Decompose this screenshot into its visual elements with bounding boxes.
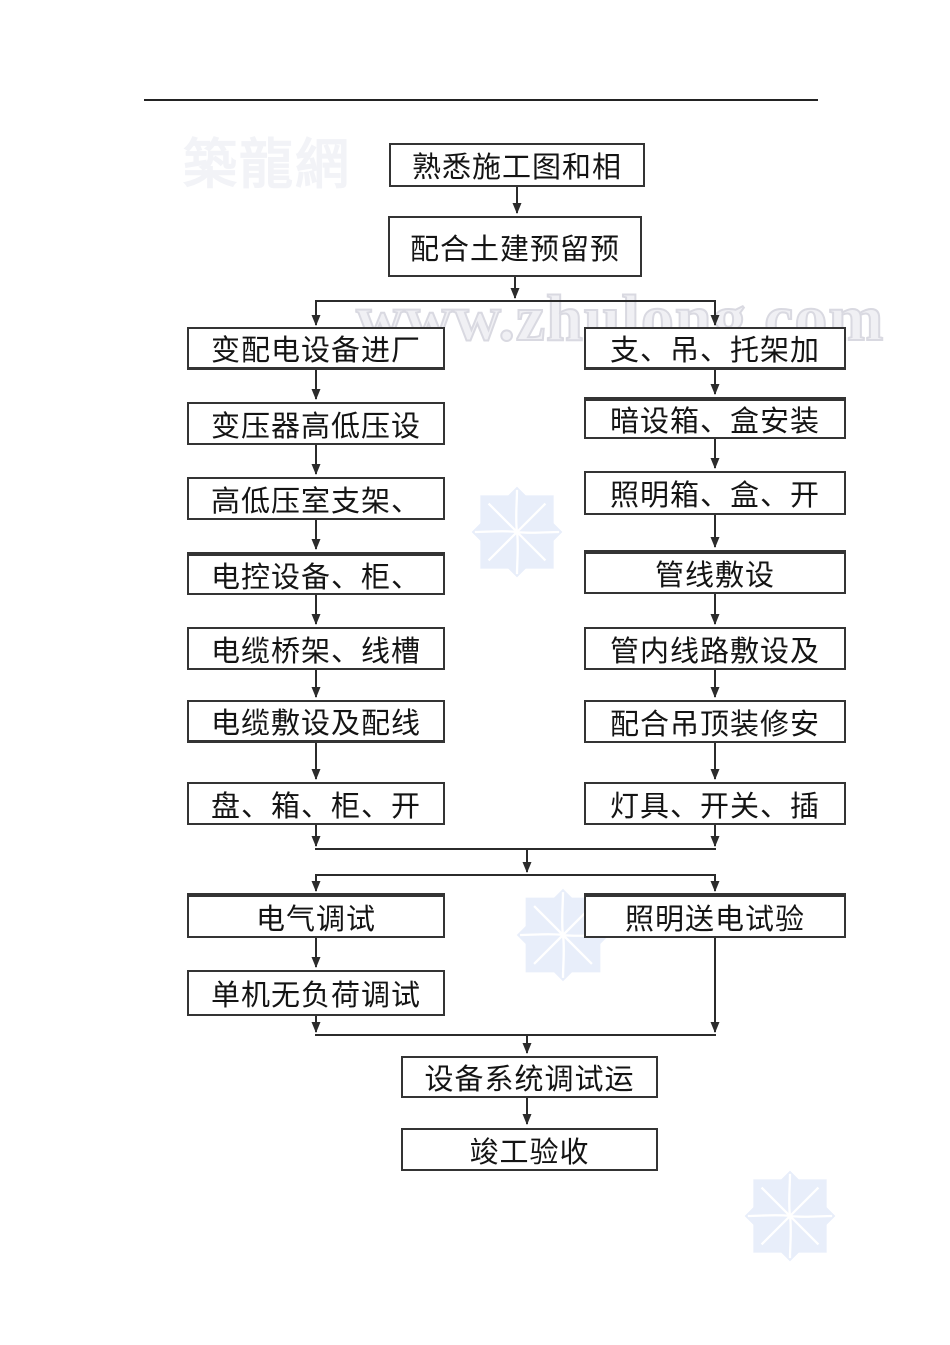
flow-node-label: 配合土建预留预 bbox=[409, 233, 620, 266]
flow-node-cable-laying-wiring: 电缆敷设及配线 bbox=[187, 700, 445, 743]
flow-node-label: 单机无负荷调试 bbox=[210, 980, 421, 1012]
flow-node-lamps-switches-sockets: 灯具、开关、插 bbox=[584, 782, 846, 825]
flow-node-label: 盘、箱、柜、开 bbox=[210, 790, 421, 823]
flow-node-label: 照明送电试验 bbox=[624, 903, 805, 936]
flower-watermark-icon bbox=[471, 486, 563, 578]
flow-node-label: 设备系统调试运 bbox=[424, 1064, 635, 1096]
flow-node-label: 竣工验收 bbox=[469, 1136, 590, 1169]
flow-node-label: 照明箱、盒、开 bbox=[609, 480, 820, 512]
flow-node-transformer-hv-lv: 变压器高低压设 bbox=[187, 402, 445, 445]
flow-node-label: 高低压室支架、 bbox=[210, 485, 421, 518]
flow-node-control-equipment-cabinet: 电控设备、柜、 bbox=[187, 552, 445, 595]
flow-node-cable-tray-trunking: 电缆桥架、线槽 bbox=[187, 627, 445, 670]
flow-node-label: 电缆敷设及配线 bbox=[210, 708, 421, 740]
flow-node-label: 管线敷设 bbox=[654, 560, 775, 592]
flow-node-label: 电缆桥架、线槽 bbox=[210, 635, 421, 668]
flow-node-label: 支、吊、托架加 bbox=[609, 335, 820, 367]
flow-node-system-commissioning: 设备系统调试运 bbox=[401, 1056, 658, 1098]
flow-node-lighting-box-switch: 照明箱、盒、开 bbox=[584, 471, 846, 515]
flow-node-label: 管内线路敷设及 bbox=[609, 635, 820, 668]
flow-node-label: 配合吊顶装修安 bbox=[609, 708, 820, 741]
flow-node-label: 灯具、开关、插 bbox=[609, 790, 820, 823]
flow-node-completion-acceptance: 竣工验收 bbox=[401, 1128, 658, 1171]
flow-node-label: 电气调试 bbox=[255, 903, 376, 936]
flower-watermark-icon bbox=[744, 1170, 836, 1262]
flow-node-label: 熟悉施工图和相 bbox=[411, 152, 622, 184]
flow-node-lighting-power-test: 照明送电试验 bbox=[584, 893, 846, 938]
flow-node-label: 变配电设备进厂 bbox=[210, 335, 421, 367]
top-rule-divider bbox=[144, 99, 818, 101]
flow-node-hv-lv-room-supports: 高低压室支架、 bbox=[187, 477, 445, 520]
flow-node-conduit-laying: 管线敷设 bbox=[584, 550, 846, 594]
flow-node-label: 变压器高低压设 bbox=[210, 410, 421, 443]
flow-node-no-load-test: 单机无负荷调试 bbox=[187, 970, 445, 1016]
flow-node-concealed-box-install: 暗设箱、盒安装 bbox=[584, 397, 846, 439]
flow-node-study-drawings: 熟悉施工图和相 bbox=[389, 143, 645, 187]
flow-node-equipment-arrival: 变配电设备进厂 bbox=[187, 327, 445, 370]
flow-node-electrical-test: 电气调试 bbox=[187, 893, 445, 938]
flow-node-hanger-bracket: 支、吊、托架加 bbox=[584, 327, 846, 370]
flow-node-civil-reservation: 配合土建预留预 bbox=[388, 216, 642, 277]
watermark-zhulong-cjk: 築龍網 bbox=[183, 135, 351, 195]
flow-node-panel-box-cabinet: 盘、箱、柜、开 bbox=[187, 782, 445, 825]
flow-node-label: 暗设箱、盒安装 bbox=[609, 406, 820, 438]
flow-node-in-conduit-wiring: 管内线路敷设及 bbox=[584, 627, 846, 670]
flow-node-label: 电控设备、柜、 bbox=[210, 561, 421, 594]
flow-node-ceiling-decoration: 配合吊顶装修安 bbox=[584, 700, 846, 743]
